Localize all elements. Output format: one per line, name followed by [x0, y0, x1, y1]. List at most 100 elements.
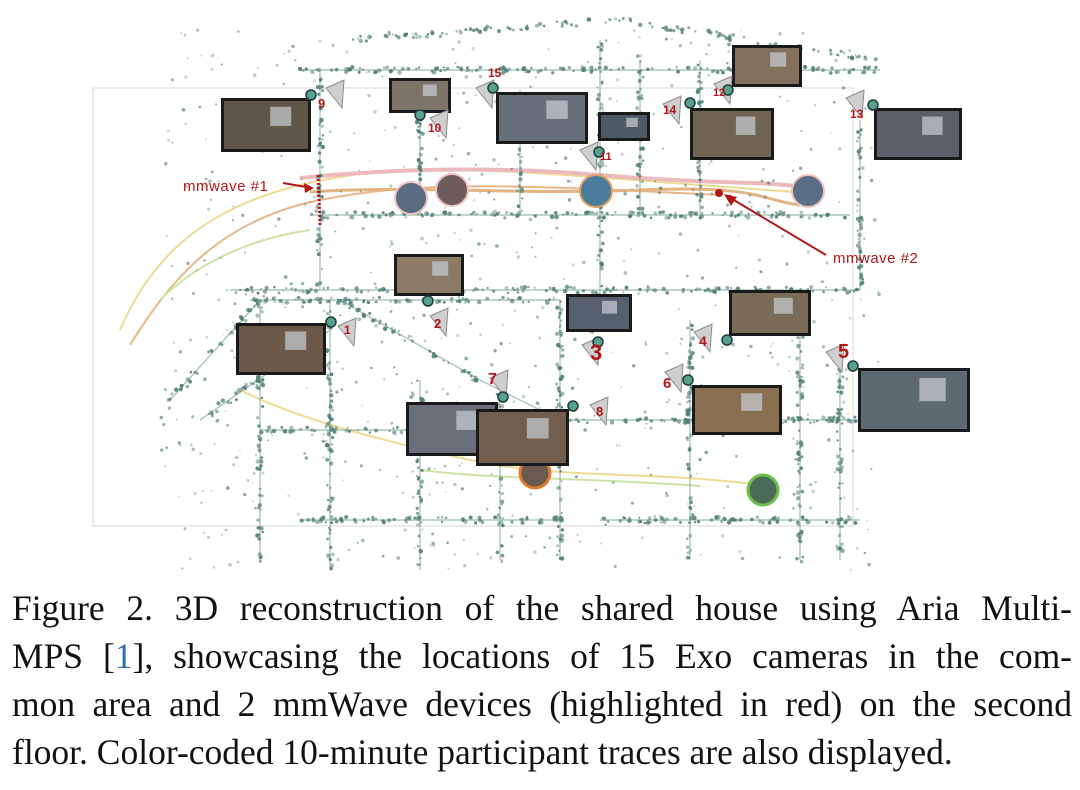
camera-view-image-9 [224, 101, 308, 149]
camera-frustum-13 [845, 89, 865, 120]
exo-camera-9: 9 [221, 79, 345, 152]
exo-camera-5: 5 [825, 341, 970, 432]
trace-orange [129, 185, 721, 346]
exo-camera-15: 15 [475, 66, 588, 144]
exo-camera-14: 14 [662, 95, 774, 160]
camera-label-14: 14 [663, 103, 677, 117]
camera-view-window-14 [735, 116, 756, 135]
mmwave-1-arrowhead [304, 183, 314, 193]
camera-label-15: 15 [488, 66, 502, 80]
camera-view-image-5 [861, 371, 967, 429]
camera-marker-6 [682, 374, 694, 386]
caption-line-4: floor. Color-coded 10-minute participant… [12, 732, 953, 772]
camera-frustum-1 [337, 317, 357, 348]
camera-view-image-12 [735, 48, 799, 84]
camera-marker-4 [721, 334, 733, 346]
camera-marker-1 [325, 316, 337, 328]
camera-marker-13 [867, 99, 879, 111]
exo-camera-2: 2 [394, 254, 464, 338]
camera-label-4: 4 [699, 333, 707, 349]
caption-line-2: MPS [1], showcasing the locations of 15 … [12, 632, 1072, 680]
camera-label-3: 3 [590, 340, 602, 365]
camera-view-window-7 [456, 410, 478, 430]
caption-line-1: Figure 2. 3D reconstruction of the share… [12, 588, 1072, 628]
participant-avatar-6 [746, 473, 780, 507]
caption-line-2-post: ], showcasing the locations of 15 Exo ca… [132, 636, 1073, 676]
participant-avatar-2 [435, 173, 469, 207]
citation-link[interactable]: 1 [114, 636, 133, 676]
trace-yellow-lower [239, 389, 761, 486]
camera-view-window-11 [626, 117, 638, 127]
camera-view-image-1 [239, 326, 323, 372]
camera-view-window-4 [773, 297, 793, 314]
camera-view-image-11 [601, 115, 647, 138]
camera-frustum-7 [489, 369, 509, 400]
mmwave-1-device [316, 174, 322, 226]
camera-view-window-10 [422, 84, 437, 97]
camera-label-13: 13 [850, 107, 864, 121]
caption-line-3: mon area and 2 mmWave devices (highlight… [12, 684, 1072, 724]
participant-avatar-3 [579, 174, 613, 208]
camera-marker-8 [567, 400, 579, 412]
camera-frustum-4 [693, 323, 713, 354]
mmwave-2-arrow [726, 195, 827, 256]
camera-frustum-2 [429, 307, 449, 338]
exo-camera-11: 11 [579, 112, 650, 172]
camera-label-7: 7 [488, 371, 497, 388]
participant-avatar-4 [791, 174, 825, 208]
camera-view-window-6 [741, 393, 763, 411]
mmwave-1-label: mmwave #1 [183, 178, 268, 195]
mmwave-2-label: mmwave #2 [833, 250, 918, 267]
camera-view-window-1 [285, 331, 307, 350]
camera-view-image-10 [392, 81, 448, 110]
camera-view-window-13 [922, 116, 943, 135]
camera-view-window-3 [602, 300, 617, 314]
camera-marker-3 [592, 336, 604, 348]
mmwave-2-device [715, 189, 723, 197]
camera-view-window-9 [270, 106, 292, 126]
exo-camera-13: 13 [845, 89, 962, 160]
camera-label-12: 12 [713, 87, 725, 99]
camera-marker-5 [847, 360, 859, 372]
camera-view-window-8 [526, 418, 549, 439]
camera-view-window-5 [919, 377, 946, 402]
camera-view-window-15 [546, 100, 568, 119]
exo-camera-3: 3 [566, 294, 632, 367]
camera-marker-11 [593, 146, 605, 158]
camera-marker-2 [422, 295, 434, 307]
camera-frustum-8 [589, 396, 609, 427]
camera-view-image-13 [877, 111, 959, 157]
exo-camera-1: 1 [236, 316, 357, 375]
camera-frustum-9 [325, 79, 345, 110]
exo-camera-8: 8 [476, 396, 609, 466]
camera-view-image-15 [499, 95, 585, 141]
camera-frustum-10 [429, 109, 449, 140]
camera-marker-9 [305, 89, 317, 101]
caption-line-2-pre: MPS [ [12, 636, 115, 676]
camera-view-image-2 [397, 257, 461, 293]
exo-camera-10: 10 [389, 78, 451, 140]
camera-frustum-5 [825, 343, 845, 374]
trace-pink [299, 167, 811, 190]
camera-marker-10 [414, 109, 426, 121]
exo-camera-12: 12 [713, 45, 802, 106]
camera-label-5: 5 [838, 341, 849, 363]
camera-view-image-6 [695, 388, 779, 432]
camera-label-11: 11 [600, 151, 612, 163]
camera-label-8: 8 [596, 404, 603, 419]
camera-label-10: 10 [428, 121, 442, 135]
participant-avatar-1 [394, 181, 428, 215]
mmwave-2-arrowhead [724, 194, 737, 206]
mmwave-devices: mmwave #1 mmwave #2 [183, 174, 918, 267]
camera-frustum-6 [664, 363, 684, 394]
figure-caption: Figure 2. 3D reconstruction of the share… [12, 584, 1072, 776]
camera-view-image-3 [569, 297, 629, 329]
camera-view-image-8 [479, 412, 566, 463]
exo-camera-4: 4 [693, 290, 811, 354]
camera-marker-14 [684, 97, 696, 109]
camera-view-window-12 [770, 52, 787, 67]
camera-label-2: 2 [434, 316, 441, 331]
exo-camera-6: 6 [663, 363, 782, 435]
